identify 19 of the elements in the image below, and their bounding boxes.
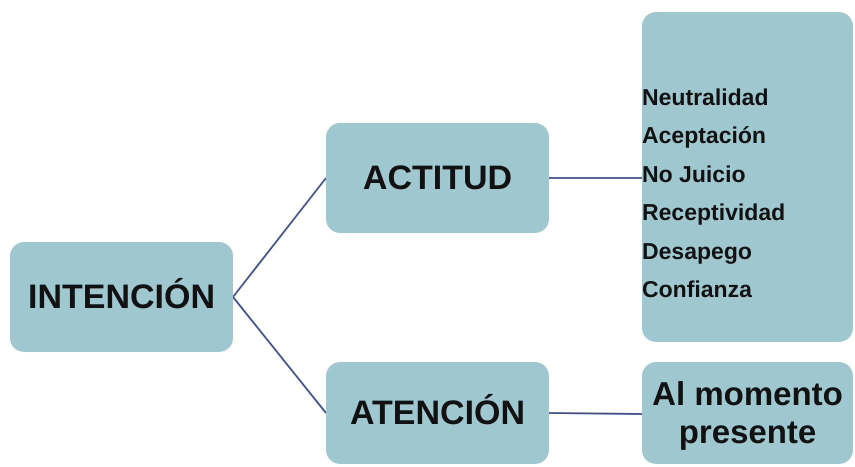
box-label: ATENCIÓN <box>350 392 526 434</box>
box-label: INTENCIÓN <box>28 276 215 318</box>
connector-line <box>232 296 327 414</box>
connector-line <box>232 177 327 298</box>
box-label: Desapego <box>642 236 752 266</box>
box-label: Confianza <box>642 275 752 304</box>
box-label: Neutralidad <box>642 82 769 112</box>
connector-line <box>549 177 642 179</box>
rounded-box <box>326 123 549 233</box>
rounded-box <box>326 362 549 464</box>
box-label: ACTITUD <box>362 158 512 198</box>
rounded-box <box>10 242 233 352</box>
box-label: Receptividad <box>642 198 786 227</box>
rounded-box <box>642 362 853 464</box>
rounded-box <box>642 12 853 342</box>
box-label: Al momento presente <box>651 375 844 451</box>
box-label: No Juicio <box>642 160 746 188</box>
box-label: Aceptación <box>642 121 766 150</box>
connector-line <box>549 412 642 415</box>
